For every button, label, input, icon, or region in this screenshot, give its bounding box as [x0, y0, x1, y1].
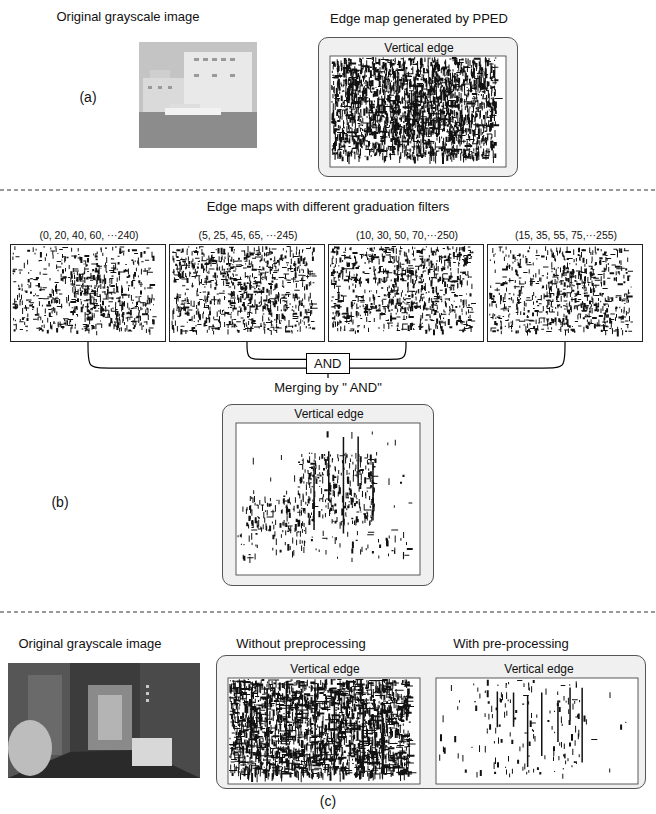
harbor-photo [139, 42, 257, 148]
photo-sign [146, 699, 149, 702]
edge-map-image: (10, 30, 50, 70,···250) [328, 244, 484, 342]
edge-map-image: (5, 25, 45, 65, ···245) [169, 244, 325, 342]
photo-sign [146, 692, 149, 695]
filter-values: (5, 25, 45, 65, ···245) [163, 229, 333, 242]
photo-window [203, 58, 208, 61]
photo-window [230, 74, 235, 77]
photo-water [139, 112, 257, 148]
edge-map-ground [488, 245, 642, 341]
photo-window [194, 74, 199, 77]
edge-map-ground [330, 56, 506, 167]
photo-window [221, 58, 226, 61]
photo-boat [165, 108, 221, 115]
edge-lines [313, 437, 373, 534]
photo-window [168, 86, 172, 89]
brace-line [247, 342, 306, 359]
image-caption: Original grayscale image [8, 9, 248, 25]
edge-map-image: (15, 35, 55, 75,···255) [487, 244, 643, 342]
photo-window [230, 58, 235, 61]
edge-pixels [439, 680, 626, 779]
image-title: Vertical edge [239, 407, 419, 421]
section-heading: Edge maps with different graduation filt… [128, 199, 528, 215]
edge-map-ground [170, 245, 324, 341]
edge-pixels [330, 246, 476, 335]
comparison-panel: Without preprocessingWith pre-processing… [216, 655, 646, 789]
edge-pixels [229, 679, 416, 782]
separator-line [0, 612, 656, 613]
edge-map-grounds [11, 56, 642, 784]
image-title: Vertical edge [329, 41, 509, 55]
merged-edge-panel: Vertical edge [222, 404, 434, 586]
edge-pixels [331, 57, 503, 164]
image-title: Vertical edge [230, 662, 420, 676]
photo-window [158, 86, 162, 89]
edge-map-ground [329, 245, 483, 341]
photo-window [212, 74, 217, 77]
corridor-photo [8, 663, 200, 778]
brace-line [350, 342, 406, 359]
panel-heading: Without preprocessing [201, 636, 401, 652]
edge-map-ground [228, 678, 420, 784]
edge-pixels [172, 246, 318, 335]
filter-values: (10, 30, 50, 70,···250) [322, 229, 492, 242]
edge-map-image: (0, 20, 40, 60, ···240) [10, 244, 166, 342]
panel-fill [318, 37, 518, 177]
panel-fills [216, 37, 646, 789]
photo-corridor [88, 685, 132, 750]
photo-window [194, 58, 199, 61]
edge-map-view: Vertical edge [435, 662, 643, 786]
panel-letter: (b) [30, 494, 90, 511]
photo-corridor [98, 695, 122, 740]
photo-sky [139, 42, 257, 148]
edge-map-ground [11, 245, 165, 341]
panel-letter: (c) [298, 793, 358, 810]
edge-map-ground [236, 423, 420, 575]
photo-windows [148, 58, 235, 89]
operator-label: AND [314, 356, 341, 372]
photo-window [212, 58, 217, 61]
separator-line [0, 190, 656, 191]
photo-background [8, 663, 200, 778]
brace-line [350, 342, 565, 368]
edge-pixels [489, 246, 633, 336]
edge-pixels [12, 246, 156, 335]
panel-heading: Edge map generated by PPED [289, 11, 549, 27]
image-caption: Original grayscale image [0, 636, 190, 652]
photo-bag [8, 720, 52, 776]
image-title: Vertical edge [444, 662, 634, 676]
edge-map-view: Vertical edge [227, 662, 423, 786]
edge-lines [497, 688, 583, 767]
panel-fill [222, 404, 434, 586]
and-operator-box: AND [306, 353, 350, 374]
photo-sign [146, 685, 149, 688]
edge-pixels [238, 431, 413, 563]
filter-values: (15, 35, 55, 75,···255) [481, 229, 651, 242]
edge-lines [251, 688, 383, 777]
merge-note: Merging by " AND" [208, 380, 448, 396]
panel-heading: With pre-processing [411, 636, 611, 652]
photo-box [132, 738, 172, 766]
panel-letter: (a) [58, 89, 118, 106]
photo-window [148, 86, 152, 89]
panel-fill [216, 655, 646, 789]
edge-map-ground [436, 678, 638, 784]
edge-map-panel: Edge map generated by PPEDVertical edge [318, 37, 518, 177]
brace-point [327, 374, 328, 378]
filter-values: (0, 20, 40, 60, ···240) [4, 229, 174, 242]
brace-line [88, 342, 306, 368]
